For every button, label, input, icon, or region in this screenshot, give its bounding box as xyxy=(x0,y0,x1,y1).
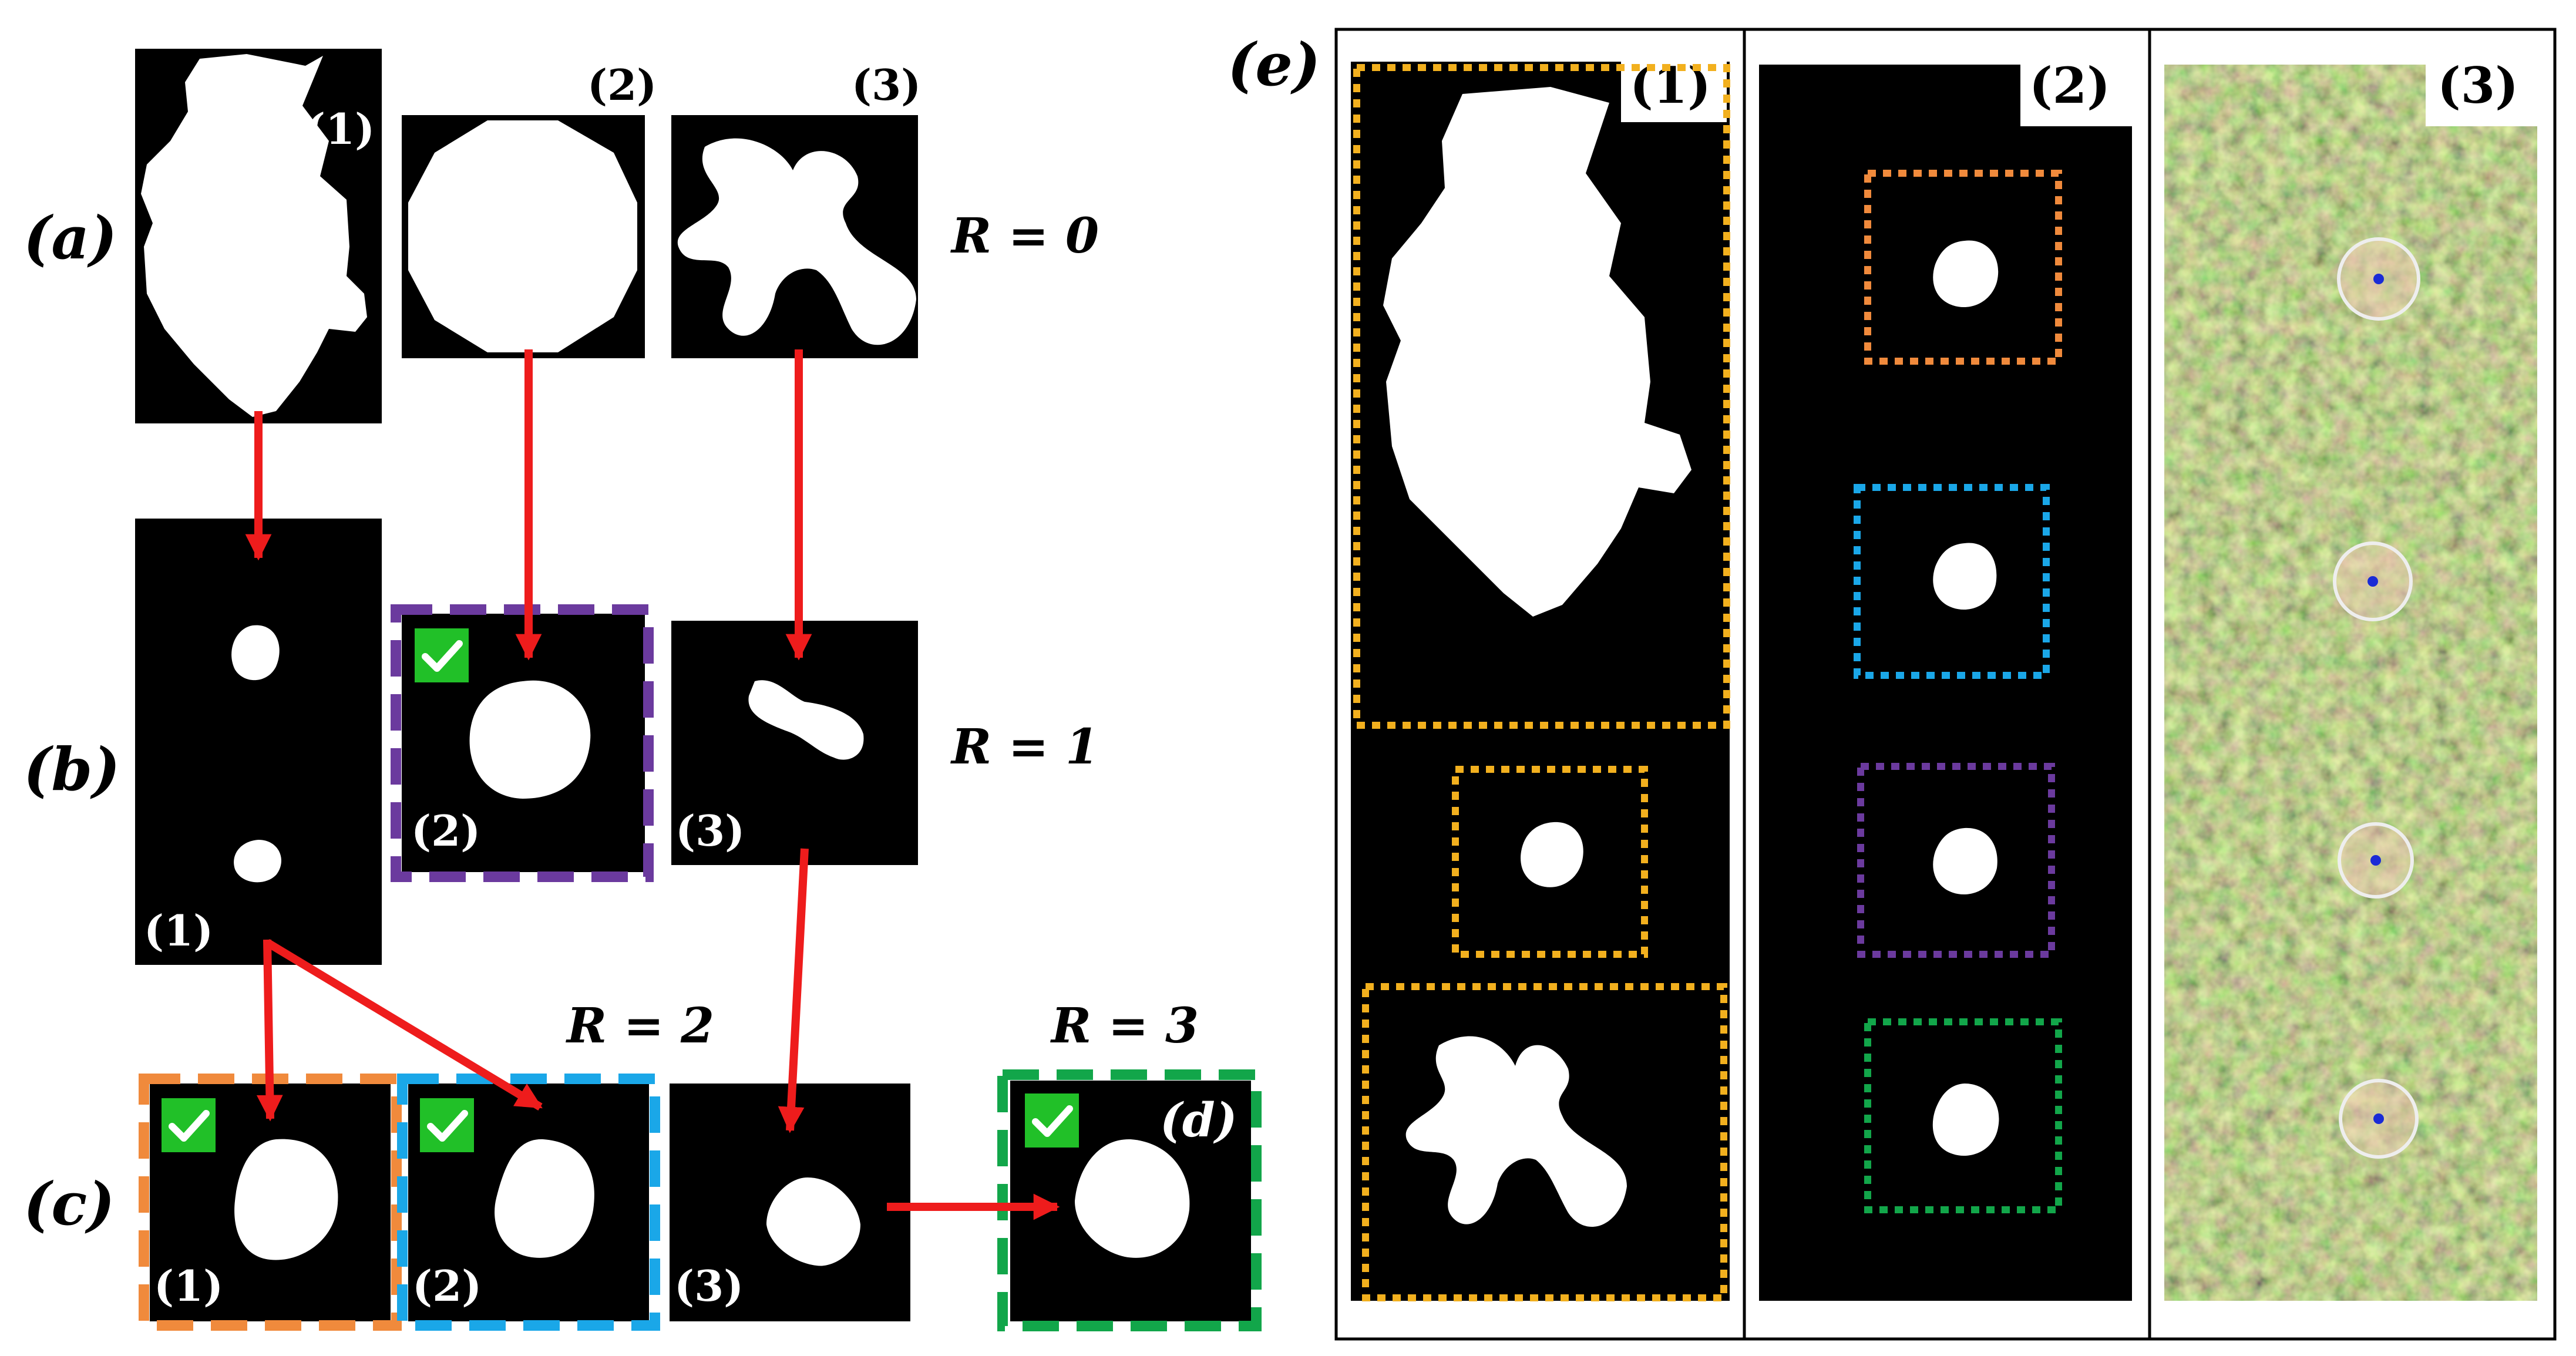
row-label-b: (b) xyxy=(23,735,120,804)
panel-number: (1) xyxy=(144,906,213,955)
r0-label: R = 0 xyxy=(950,208,1099,264)
panel-e2: (1) (2) xyxy=(1759,50,2132,1301)
panel-c2: (2) xyxy=(397,1074,660,1331)
detection-marker xyxy=(2339,1079,2419,1159)
panel-e-frame xyxy=(1334,28,2557,1341)
panel-c1: (1) xyxy=(139,1074,402,1331)
panel-number: (2) xyxy=(412,1261,482,1311)
row-label-e: (e) xyxy=(1228,30,1320,99)
panel-e3: (3) xyxy=(2164,47,2543,1301)
r2-label: R = 2 xyxy=(566,998,714,1054)
panel-b1: (1) xyxy=(135,519,382,965)
frame-green xyxy=(997,1069,1262,1331)
panel-number: (1) xyxy=(305,104,375,154)
row-label-a: (a) xyxy=(23,203,117,272)
panel-number: (2) xyxy=(411,806,480,856)
panel-a1: (1) xyxy=(135,49,382,423)
frame-orange xyxy=(1864,170,2062,365)
frame-green xyxy=(1864,1018,2062,1213)
panel-d: (d) xyxy=(997,1069,1262,1331)
row-label-c: (c) xyxy=(23,1169,115,1239)
panel-number: (3) xyxy=(852,60,921,110)
panel-a2: (2) xyxy=(402,60,657,358)
panel-number: (3) xyxy=(674,1261,744,1311)
frame-yellow xyxy=(1362,983,1727,1301)
panel-number: (3) xyxy=(2437,56,2518,115)
arrows xyxy=(245,349,1060,1220)
panel-e1: (1) xyxy=(1351,46,1730,1301)
frame-yellow xyxy=(1452,766,1648,958)
panel-a3: (3) xyxy=(671,60,921,358)
frame-blue xyxy=(397,1074,660,1331)
frame-yellow xyxy=(1353,64,1730,729)
panel-b3: (3) xyxy=(671,621,918,865)
detection-marker xyxy=(2333,541,2413,621)
panel-number: (2) xyxy=(587,60,657,110)
frame-purple xyxy=(391,604,654,882)
r3-label: R = 3 xyxy=(1050,998,1199,1054)
r1-label: R = 1 xyxy=(950,719,1099,775)
panel-number: (1) xyxy=(154,1261,223,1311)
detection-marker xyxy=(2338,822,2414,899)
frame-purple xyxy=(1857,763,2055,958)
detection-marker xyxy=(2337,237,2420,321)
row-label-d: (d) xyxy=(1160,1092,1237,1148)
panel-number: (3) xyxy=(675,806,745,856)
frame-blue xyxy=(1854,484,2050,679)
panel-b2: (2) xyxy=(391,604,654,882)
panel-number: (2) xyxy=(2029,56,2110,115)
